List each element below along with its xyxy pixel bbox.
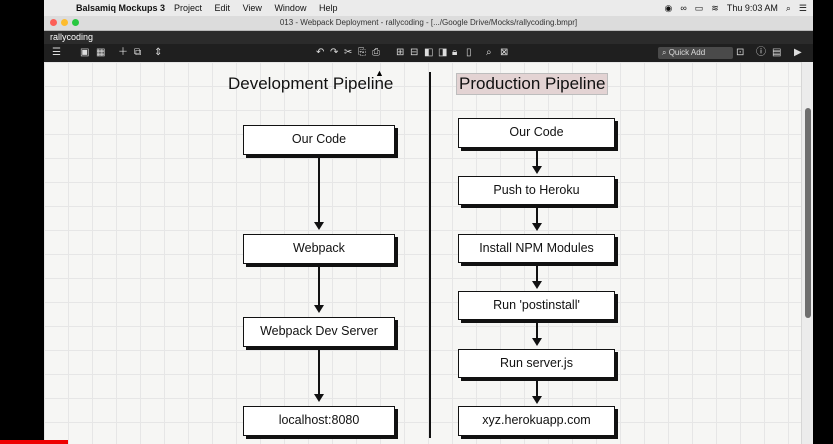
layout-grid-icon[interactable]: ▦ [96,47,106,58]
export-icon[interactable]: ⊡ [736,47,745,58]
prod-arrow-1 [532,151,542,174]
close-window-button[interactable] [50,19,57,26]
ungroup-icon[interactable]: ⊟ [410,47,419,58]
status-area: ◉ ∞ ▭ ≋ Thu 9:03 AM ⌕ ☰ [665,0,808,16]
prod-arrow-5 [532,381,542,404]
copy-icon[interactable]: ⎘ [358,47,366,58]
prod-step-herokuapp[interactable]: xyz.herokuapp.com [458,406,615,436]
battery-icon[interactable]: ▭ [694,3,704,13]
minimize-window-button[interactable] [61,19,68,26]
app-name-menu[interactable]: Balsamiq Mockups 3 [76,3,166,13]
prod-step-push-to-heroku[interactable]: Push to Heroku [458,176,615,205]
clock[interactable]: Thu 9:03 AM [726,3,778,13]
record-icon[interactable]: ◉ [664,3,673,13]
dev-arrow-3 [314,350,324,402]
duplicate-icon[interactable]: ⧉ [134,47,142,58]
menu-project[interactable]: Project [174,3,203,13]
dev-arrow-1 [314,158,324,230]
mac-menubar: Balsamiq Mockups 3 Project Edit View Win… [44,0,813,16]
info-icon[interactable]: ⓘ [756,47,766,58]
prod-step-postinstall[interactable]: Run 'postinstall' [458,291,615,320]
send-back-icon[interactable]: ◨ [438,47,448,58]
dev-step-webpack[interactable]: Webpack [243,234,395,264]
search-icon[interactable]: ⌕ [486,47,492,58]
image-icon[interactable]: ⊠ [500,47,509,58]
undo-icon[interactable]: ↶ [316,47,325,58]
dev-step-our-code[interactable]: Our Code [243,125,395,155]
notes-icon[interactable]: ▤ [772,47,782,58]
dev-step-localhost[interactable]: localhost:8080 [243,406,395,436]
toolbar: ☰ ▣ ▦ ＋ ⧉ ⇕ ↶ ↷ ✂ ⎘ ⎙ ⊞ ⊟ ◧ ◨ 🔒︎ ▯ ⌕ ⊠ ⌕… [44,44,813,62]
menu-list: Project Edit View Window Help [174,0,347,16]
quick-add-placeholder: Quick Add [668,48,706,57]
paste-icon[interactable]: ⎙ [372,47,380,58]
cut-icon[interactable]: ✂ [344,47,353,58]
notification-list-icon[interactable]: ☰ [798,3,807,13]
prod-step-our-code[interactable]: Our Code [458,118,615,148]
menu-edit[interactable]: Edit [214,3,231,13]
prod-pipeline-heading[interactable]: Production Pipeline [456,73,609,95]
hamburger-menu-icon[interactable]: ☰ [52,47,61,58]
delete-icon[interactable]: ▯ [466,47,472,58]
window-controls [50,19,79,26]
project-name[interactable]: rallycoding [50,32,94,42]
layout-single-icon[interactable]: ▣ [80,47,90,58]
prod-arrow-4 [532,323,542,346]
pipeline-divider [429,72,431,438]
glasses-icon[interactable]: ∞ [680,3,687,13]
dev-step-webpack-dev-server[interactable]: Webpack Dev Server [243,317,395,347]
vertical-scrollbar[interactable] [801,62,813,444]
dev-arrow-2 [314,267,324,313]
prod-step-install-npm[interactable]: Install NPM Modules [458,234,615,263]
prod-step-run-server[interactable]: Run server.js [458,349,615,378]
prod-arrow-2 [532,208,542,231]
app-window: Balsamiq Mockups 3 Project Edit View Win… [44,0,813,444]
lock-icon[interactable]: 🔒︎ [452,47,458,58]
prod-arrow-3 [532,266,542,289]
menu-view[interactable]: View [242,3,262,13]
bring-front-icon[interactable]: ◧ [424,47,434,58]
redo-icon[interactable]: ↷ [330,47,339,58]
scrollbar-thumb[interactable] [805,108,811,318]
zoom-window-button[interactable] [72,19,79,26]
mockup-canvas[interactable]: ▲ Development Pipeline Production Pipeli… [44,62,801,444]
spotlight-search-icon[interactable]: ⌕ [785,3,791,13]
add-icon[interactable]: ＋ [118,47,128,58]
dev-pipeline-heading[interactable]: Development Pipeline [228,74,394,93]
video-progress-bar[interactable] [0,440,68,444]
sort-icon[interactable]: ⇕ [154,47,163,58]
menu-window[interactable]: Window [274,3,307,13]
window-title: 013 - Webpack Deployment - rallycoding -… [279,18,578,27]
wifi-icon[interactable]: ≋ [711,3,719,13]
group-icon[interactable]: ⊞ [396,47,405,58]
mouse-cursor-icon: ▲ [375,68,384,78]
project-bar: rallycoding [44,31,813,44]
menu-help[interactable]: Help [318,3,338,13]
window-titlebar: 013 - Webpack Deployment - rallycoding -… [44,16,813,31]
presentation-icon[interactable]: ▶ [794,47,802,58]
quick-add-input[interactable]: ⌕ Quick Add [658,47,733,59]
